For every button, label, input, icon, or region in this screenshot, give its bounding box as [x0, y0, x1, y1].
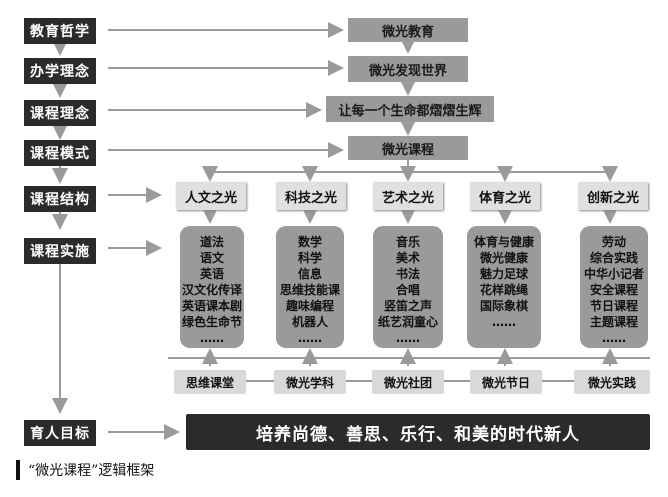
content-item: 纸艺润童心 — [377, 315, 438, 329]
content-item: 英语 — [199, 267, 224, 281]
content-item: …… — [602, 331, 626, 345]
content-item: 国际象棋 — [479, 299, 528, 313]
bottom-practice: 微光实践 — [574, 370, 650, 394]
content-item: 书法 — [395, 267, 420, 281]
bottom-thinking-class: 思维课堂 — [174, 370, 246, 394]
bottom-club: 微光社团 — [372, 370, 444, 394]
label-course-mode: 课程模式 — [24, 140, 96, 166]
label-education-goal: 育人目标 — [24, 420, 96, 446]
bottom-festival: 微光节日 — [470, 370, 542, 394]
content-item: 竖笛之声 — [383, 299, 432, 313]
content-item: 汉文化传译 — [181, 283, 242, 297]
content-item: …… — [298, 331, 322, 345]
content-item: 机器人 — [291, 315, 328, 329]
content-item: 合唱 — [395, 283, 420, 297]
goal-box: 培养尚德、善思、乐行、和美的时代新人 — [186, 414, 650, 450]
category-innovation: 创新之光 — [578, 182, 648, 210]
label-course-implementation: 课程实施 — [24, 238, 96, 264]
content-item: …… — [396, 331, 420, 345]
box-course-concept: 让每一个生命都熠熠生辉 — [326, 96, 494, 122]
content-item: 语文 — [199, 251, 224, 265]
content-sports: 体育与健康 微光健康 魅力足球 花样跳绳 国际象棋 …… — [467, 226, 541, 348]
caption-bar — [16, 460, 20, 480]
category-arts: 艺术之光 — [373, 182, 443, 210]
content-item: 魅力足球 — [479, 267, 528, 281]
content-item: 道法 — [199, 235, 224, 249]
box-philosophy: 微光教育 — [348, 18, 468, 42]
content-item: 花样跳绳 — [479, 283, 528, 297]
category-sports: 体育之光 — [470, 182, 540, 210]
content-item: 节日课程 — [589, 299, 638, 313]
content-item: 思维技能课 — [279, 283, 340, 297]
content-item: …… — [200, 331, 224, 345]
label-course-structure: 课程结构 — [24, 186, 96, 212]
box-school-concept: 微光发现世界 — [348, 56, 468, 82]
content-item: 数学 — [297, 235, 322, 249]
content-arts: 音乐 美术 书法 合唱 竖笛之声 纸艺润童心 …… — [373, 226, 443, 348]
label-course-concept: 课程理念 — [24, 100, 96, 126]
category-technology: 科技之光 — [276, 182, 346, 210]
label-philosophy: 教育哲学 — [24, 18, 96, 44]
category-humanities: 人文之光 — [176, 182, 246, 210]
content-item: 综合实践 — [589, 251, 638, 265]
label-school-concept: 办学理念 — [24, 58, 96, 84]
content-item: 中华小记者 — [583, 267, 644, 281]
content-innovation: 劳动 综合实践 中华小记者 安全课程 节日课程 主题课程 …… — [580, 226, 648, 348]
content-item: 微光健康 — [479, 251, 528, 265]
content-item: 绿色生命节 — [181, 315, 242, 329]
content-item: 音乐 — [395, 235, 420, 249]
content-humanities: 道法 语文 英语 汉文化传译 英语课本剧 绿色生命节 …… — [180, 226, 244, 348]
bottom-subject: 微光学科 — [274, 370, 346, 394]
caption-text: “微光课程”逻辑框架 — [28, 463, 155, 479]
content-item: 趣味编程 — [285, 299, 334, 313]
content-item: 劳动 — [601, 235, 626, 249]
content-technology: 数学 科学 信息 思维技能课 趣味编程 机器人 …… — [276, 226, 344, 348]
content-item: 英语课本剧 — [181, 299, 242, 313]
content-item: 科学 — [297, 251, 322, 265]
figure-caption: “微光课程”逻辑框架 — [16, 458, 154, 482]
content-item: 主题课程 — [589, 315, 638, 329]
content-item: 信息 — [297, 267, 322, 281]
content-item: 安全课程 — [589, 283, 638, 297]
content-item: …… — [492, 315, 516, 329]
box-course-mode: 微光课程 — [348, 136, 468, 160]
content-item: 美术 — [395, 251, 420, 265]
content-item: 体育与健康 — [473, 235, 534, 249]
